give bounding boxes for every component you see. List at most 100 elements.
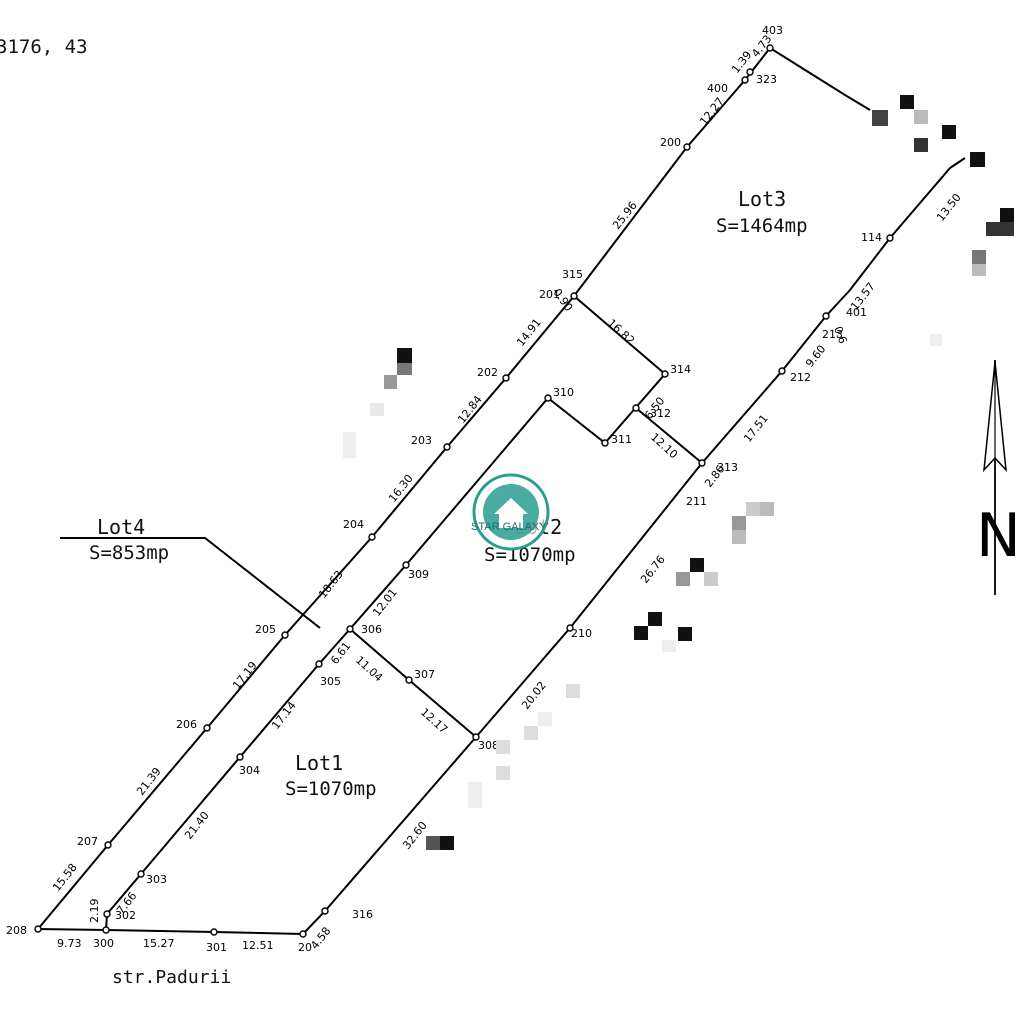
point-id: 323	[756, 73, 777, 86]
point-marker	[137, 870, 145, 878]
point-marker	[822, 312, 830, 320]
point-id: 208	[6, 924, 27, 937]
point-id: 400	[707, 82, 728, 95]
dimension-label: 0.6	[831, 325, 849, 346]
dimension-label: 17.19	[230, 659, 260, 692]
point-id: 302	[115, 909, 136, 922]
point-id: 207	[77, 835, 98, 848]
dimension-label: 12.51	[242, 939, 274, 952]
point-id: 200	[660, 136, 681, 149]
point-marker	[315, 660, 323, 668]
north-label: N	[976, 501, 1021, 571]
point-marker	[34, 925, 42, 933]
lot4-area: S=853mp	[89, 542, 169, 564]
dimension-label: 18.63	[316, 568, 346, 601]
point-marker	[698, 459, 706, 467]
divide-lot1-lot2	[349, 628, 477, 738]
point-id: 313	[717, 461, 738, 474]
boundary-east-top	[949, 157, 966, 169]
divide-lot4-lot1	[105, 397, 549, 931]
point-marker	[102, 926, 110, 934]
point-id: 314	[670, 363, 691, 376]
north-arrow: N	[976, 360, 1021, 595]
point-id: 213	[822, 328, 843, 341]
point-id: 114	[861, 231, 882, 244]
point-id: 202	[477, 366, 498, 379]
point-id: 310	[553, 386, 574, 399]
point-id: 301	[206, 941, 227, 954]
dimension-label: 2.19	[88, 899, 101, 924]
point-id: 205	[255, 623, 276, 636]
lot-labels: Lot4 S=853mp Lot1 S=1070mp Lot3 S=1464mp…	[89, 187, 808, 800]
point-marker	[886, 234, 894, 242]
point-marker	[741, 76, 749, 84]
dimension-label: 12.27	[697, 95, 727, 128]
point-marker	[405, 676, 413, 684]
point-id: 300	[93, 937, 114, 950]
dimension-label: 21.40	[182, 809, 212, 842]
point-marker	[104, 841, 112, 849]
point-id: 306	[361, 623, 382, 636]
point-marker	[766, 44, 774, 52]
point-id: 212	[790, 371, 811, 384]
house-icon	[494, 498, 528, 514]
point-marker	[544, 394, 552, 402]
house-body-icon	[499, 514, 523, 528]
point-id: 401	[846, 306, 867, 319]
dimension-label: 9.60	[803, 343, 828, 370]
point-id: 203	[411, 434, 432, 447]
point-marker	[632, 404, 640, 412]
dimension-label: 9.73	[57, 937, 82, 950]
dimension-label: 14.91	[514, 316, 544, 349]
divide-lot2-lot3	[547, 295, 667, 445]
point-marker	[566, 624, 574, 632]
point-id: 20	[298, 941, 312, 954]
point-id: 210	[571, 627, 592, 640]
point-marker	[299, 930, 307, 938]
point-marker	[103, 910, 111, 918]
point-marker	[746, 68, 754, 76]
boundary-east	[302, 167, 951, 935]
point-id: 303	[146, 873, 167, 886]
point-id: 403	[762, 24, 783, 37]
dimension-label: 21.39	[134, 765, 164, 798]
point-id: 304	[239, 764, 260, 777]
dimension-label: 26.76	[638, 553, 668, 586]
point-id: 305	[320, 675, 341, 688]
point-id: 211	[686, 495, 707, 508]
point-marker	[683, 143, 691, 151]
point-marker	[402, 561, 410, 569]
point-marker	[443, 443, 451, 451]
point-id: 307	[414, 668, 435, 681]
redaction-blocks	[343, 95, 1014, 850]
corner-coordinate: 3176, 43	[0, 36, 88, 58]
boundary-northeast	[769, 47, 871, 111]
point-id: 201	[539, 288, 560, 301]
point-labels: 403 323 400 200 315 201 202 203 204 205 …	[6, 24, 882, 954]
lot3-area: S=1464mp	[716, 215, 808, 237]
point-marker	[570, 292, 578, 300]
point-marker	[346, 625, 354, 633]
dimension-label: 12.10	[648, 431, 680, 462]
point-id: 206	[176, 718, 197, 731]
boundary-south	[37, 928, 304, 935]
point-marker	[210, 928, 218, 936]
point-id: 312	[650, 407, 671, 420]
point-marker	[236, 753, 244, 761]
lot3-name: Lot3	[738, 187, 786, 211]
watermark-brand: STAR GALAXY	[471, 521, 547, 533]
divide-lot2-lot3-b	[635, 407, 703, 464]
dimension-label: 6.61	[328, 640, 353, 667]
point-marker	[368, 533, 376, 541]
point-marker	[502, 374, 510, 382]
point-marker	[472, 733, 480, 741]
point-marker	[203, 724, 211, 732]
point-marker	[601, 439, 609, 447]
street-name: str.Padurii	[112, 967, 231, 988]
dimension-label: 16.82	[605, 317, 637, 348]
dimension-label: 15.27	[143, 937, 175, 950]
point-id: 311	[611, 433, 632, 446]
lot1-name: Lot1	[295, 751, 343, 775]
dimension-label: 17.51	[741, 412, 771, 445]
lot1-area: S=1070mp	[285, 778, 377, 800]
